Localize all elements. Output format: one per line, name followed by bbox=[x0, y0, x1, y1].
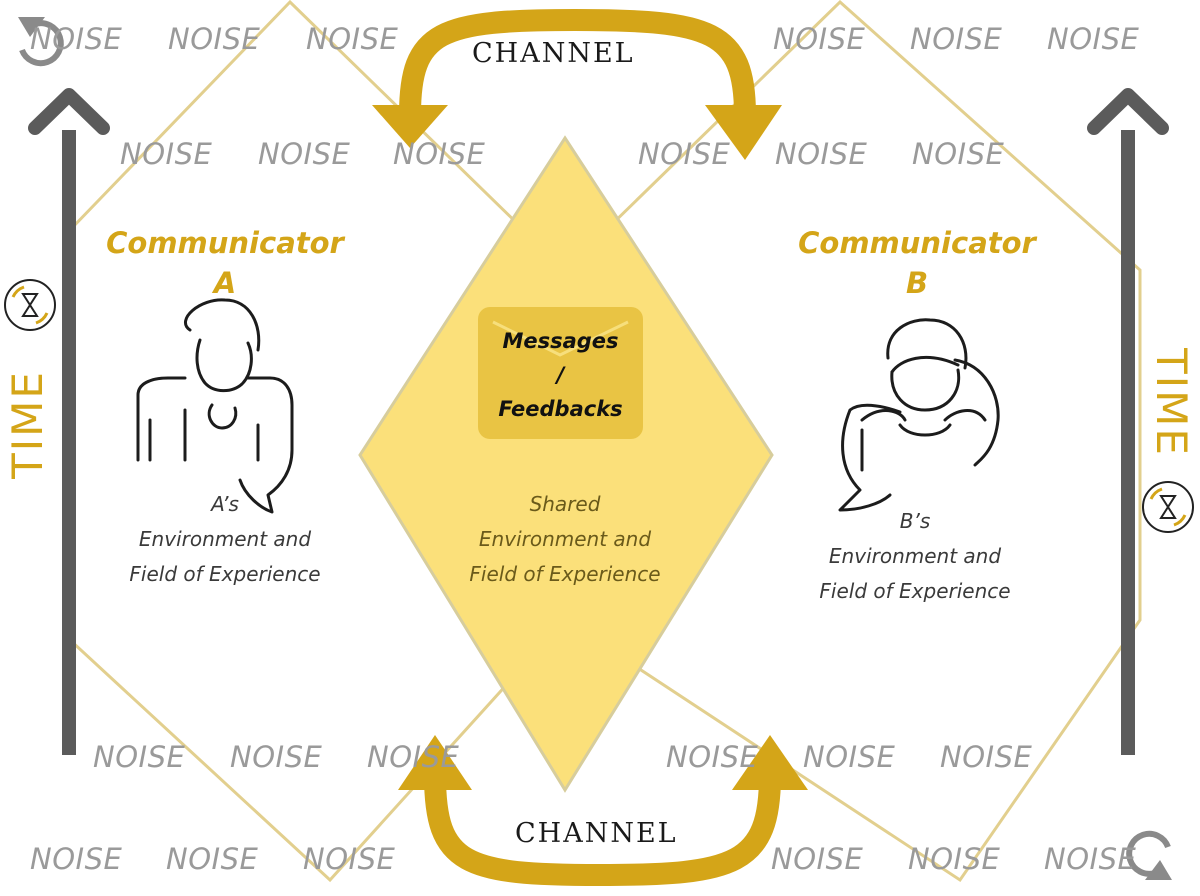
channel-arrow-bottom bbox=[398, 735, 808, 887]
logo-mark-icon bbox=[1126, 830, 1172, 880]
time-label-right: TIME bbox=[1146, 348, 1196, 457]
communicator-a-title: Communicator A bbox=[75, 226, 375, 300]
noise-label: NOISE bbox=[30, 842, 123, 876]
channel-label-bottom: CHANNEL bbox=[515, 818, 678, 849]
hourglass-icon bbox=[4, 279, 56, 331]
env-line: Field of Experience bbox=[819, 579, 1011, 603]
env-line: Field of Experience bbox=[129, 562, 321, 586]
communicator-b-name: Communicator bbox=[798, 226, 1036, 260]
noise-label: NOISE bbox=[120, 137, 213, 171]
communicator-b-environment: B’s Environment and Field of Experience bbox=[780, 504, 1050, 609]
shared-line: Shared bbox=[529, 492, 601, 516]
noise-label: NOISE bbox=[1047, 22, 1140, 56]
noise-label: NOISE bbox=[93, 740, 186, 774]
hexagon-frame bbox=[68, 0, 1142, 883]
time-label-left: TIME bbox=[2, 370, 52, 479]
communicator-a-name: Communicator bbox=[106, 226, 344, 260]
messages-text: Messages bbox=[502, 329, 619, 353]
hourglass-icon bbox=[1142, 481, 1194, 533]
noise-label: NOISE bbox=[1044, 842, 1137, 876]
shared-line: Environment and bbox=[478, 527, 652, 551]
time-arrow-left bbox=[28, 88, 110, 755]
messages-slash: / bbox=[556, 363, 565, 387]
communicator-b-title: Communicator B bbox=[767, 226, 1067, 300]
env-line: Environment and bbox=[828, 544, 1002, 568]
noise-label: NOISE bbox=[168, 22, 261, 56]
env-line: A’s bbox=[211, 492, 239, 516]
noise-label: NOISE bbox=[638, 137, 731, 171]
noise-label: NOISE bbox=[666, 740, 759, 774]
noise-label: NOISE bbox=[910, 22, 1003, 56]
noise-label: NOISE bbox=[775, 137, 868, 171]
env-line: Environment and bbox=[138, 527, 312, 551]
channel-arrow-top bbox=[372, 8, 782, 160]
shared-diamond bbox=[358, 135, 774, 793]
feedbacks-text: Feedbacks bbox=[498, 397, 623, 421]
noise-label: NOISE bbox=[230, 740, 323, 774]
shared-environment-label: Shared Environment and Field of Experien… bbox=[430, 487, 700, 592]
noise-label: NOISE bbox=[258, 137, 351, 171]
noise-label: NOISE bbox=[306, 22, 399, 56]
noise-label: NOISE bbox=[773, 22, 866, 56]
communicator-a-environment: A’s Environment and Field of Experience bbox=[90, 487, 360, 592]
noise-label: NOISE bbox=[166, 842, 259, 876]
shared-line: Field of Experience bbox=[469, 562, 661, 586]
noise-label: NOISE bbox=[940, 740, 1033, 774]
person-b-icon bbox=[838, 318, 1000, 512]
noise-label: NOISE bbox=[908, 842, 1001, 876]
noise-label: NOISE bbox=[912, 137, 1005, 171]
noise-label: NOISE bbox=[771, 842, 864, 876]
envelope-icon bbox=[478, 307, 643, 439]
time-arrow-right bbox=[1087, 88, 1169, 755]
logo-mark-icon bbox=[18, 17, 64, 67]
person-a-icon bbox=[136, 298, 294, 514]
messages-feedbacks-label: Messages / Feedbacks bbox=[478, 324, 643, 426]
noise-label: NOISE bbox=[367, 740, 460, 774]
env-line: B’s bbox=[899, 509, 931, 533]
communicator-b-letter: B bbox=[905, 266, 929, 300]
noise-label: NOISE bbox=[803, 740, 896, 774]
noise-label: NOISE bbox=[393, 137, 486, 171]
noise-label: NOISE bbox=[303, 842, 396, 876]
noise-label: NOISE bbox=[30, 22, 123, 56]
channel-label-top: CHANNEL bbox=[472, 38, 635, 69]
communicator-a-letter: A bbox=[213, 266, 237, 300]
